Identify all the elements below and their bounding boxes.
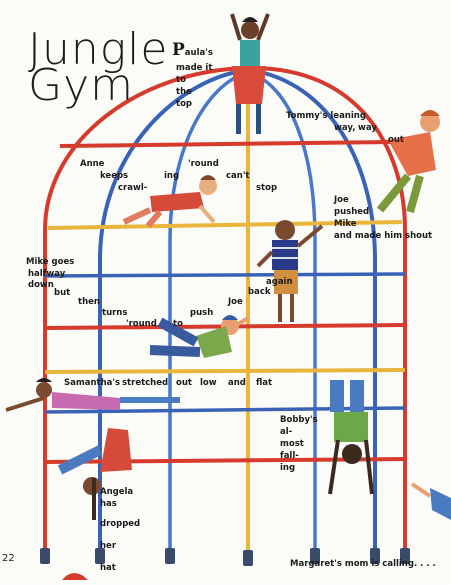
poem-word: fall- — [280, 451, 299, 461]
samantha-figure — [5, 378, 180, 412]
poem-word: Tommy's leaning — [286, 111, 366, 121]
poem-word: low — [200, 378, 217, 388]
poem-word: 'round — [126, 319, 157, 329]
poem-margaret-line: Margaret's mom is calling. . . . — [290, 559, 436, 569]
poem-word: but — [54, 288, 71, 298]
poem-word: dropped — [100, 519, 141, 529]
poem-word: and made him shout — [334, 231, 433, 241]
poem-word: ing — [280, 463, 296, 473]
rung-6 — [44, 406, 406, 414]
poem-word: to — [176, 75, 186, 85]
title-line-1: Jungle — [28, 24, 169, 75]
poem-word: Anne — [80, 159, 105, 169]
dropped-hat — [62, 573, 88, 580]
paula-figure — [230, 13, 270, 134]
angela-figure — [57, 428, 132, 520]
rung-3 — [44, 272, 406, 278]
poem-word: hat — [100, 563, 116, 573]
poem-word: then — [78, 297, 100, 307]
mike-figure — [149, 315, 250, 358]
tommy-figure — [376, 110, 440, 214]
poem-word: way, — [334, 123, 356, 133]
poem-word: ing — [164, 171, 180, 181]
gym-feet — [40, 548, 410, 566]
poem-word: can't — [226, 171, 250, 181]
poem-word: turns — [102, 308, 128, 318]
poem-word: back — [248, 287, 271, 297]
poem-word: Joe — [334, 195, 349, 205]
drop-cap: P — [172, 40, 185, 60]
poem-word: pushed — [334, 207, 370, 217]
rung-2 — [47, 220, 403, 230]
poem-word: 'round — [188, 159, 219, 169]
bobby-figure — [328, 380, 374, 495]
poem-word: down — [28, 280, 54, 290]
title-line-2: Gym — [28, 60, 134, 111]
poem-word: crawl- — [118, 183, 148, 193]
poem-word: the — [176, 87, 192, 97]
poem-word: and — [228, 378, 246, 388]
page-number: 22 — [2, 553, 15, 564]
poem-word: top — [176, 99, 192, 109]
poem-word: Samantha's — [64, 378, 121, 388]
poem-word: Angela — [100, 487, 134, 497]
poem-word: made it — [176, 63, 213, 73]
poem-word: push — [190, 308, 214, 318]
poem-word: out — [388, 135, 404, 145]
poem-word: Mike — [334, 219, 357, 229]
joe-figure — [256, 220, 324, 322]
poem-word: again — [266, 277, 293, 287]
margaret-figure — [410, 482, 451, 520]
poem-word: has — [100, 499, 117, 509]
poem-word: to — [173, 319, 183, 329]
poem-word: way — [358, 123, 377, 133]
poem-word: Joe — [228, 297, 243, 307]
poem-word: stretched — [122, 378, 169, 388]
poem-word: stop — [256, 183, 278, 193]
poem-word: keeps — [100, 171, 129, 181]
rung-1 — [59, 140, 396, 148]
poem-word: out — [176, 378, 192, 388]
poem-word: Bobby's — [280, 415, 318, 425]
poem-word: al- — [280, 427, 293, 437]
rung-5 — [44, 368, 406, 374]
poem-word: Mike goes — [26, 257, 75, 267]
poem-paula-first: Paula's — [172, 40, 213, 60]
anne-figure — [122, 175, 217, 228]
poem-word: halfway — [28, 269, 66, 279]
poem-word: most — [280, 439, 304, 449]
poem-word: flat — [256, 378, 273, 388]
poem-word: her — [100, 541, 117, 551]
